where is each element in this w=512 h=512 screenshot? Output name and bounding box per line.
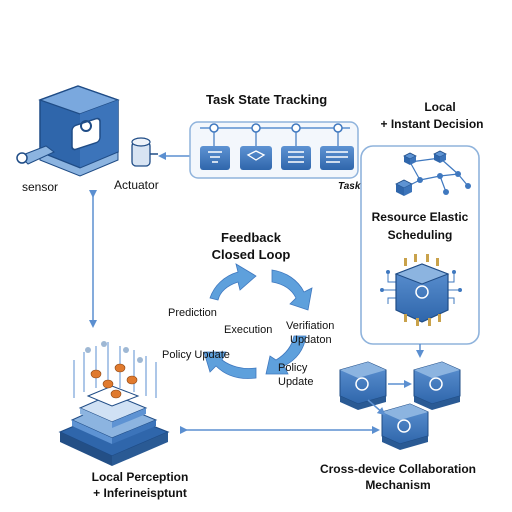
sensor-icon — [16, 145, 55, 165]
list-task-icon — [281, 146, 311, 170]
policy-update-left-label: Policy Update — [162, 349, 230, 361]
policy-update-right-label-line2: Update — [278, 376, 314, 388]
loop-arrow-bottom-right — [265, 335, 307, 375]
task-timeline-nodes — [209, 123, 343, 146]
prediction-label: Prediction — [168, 307, 217, 319]
edge-computer-icon — [38, 85, 120, 177]
loop-arrow-bottom-left — [203, 351, 257, 379]
feedback-label-line1: Feedback — [221, 230, 281, 245]
actuator-icon — [131, 137, 158, 167]
resource-scheduling-label-line2: Scheduling — [387, 228, 453, 242]
device-icon — [339, 361, 387, 410]
document-task-icon — [320, 146, 354, 170]
verification-label-line2: Updaton — [290, 334, 332, 346]
verification-label-line1: Verifiation — [286, 320, 335, 332]
cube-task-icon — [240, 146, 272, 170]
sensor-label: sensor — [22, 180, 59, 194]
task-tracking-panel — [189, 121, 359, 179]
device-icon — [413, 361, 461, 410]
loop-arrow-top-right — [271, 269, 313, 311]
local-perception-label-line2: + Inferineisptunt — [93, 486, 187, 500]
device-link-arrow — [367, 399, 386, 416]
policy-update-right-label-line1: Policy — [278, 362, 308, 374]
feedback-label-line2: Closed Loop — [211, 247, 291, 262]
cross-device-label-line1: Cross-device Collaboration — [319, 462, 477, 476]
resource-scheduling-label-line1: Resource Elastic — [371, 210, 469, 224]
task-label: Task — [338, 181, 361, 192]
task-state-tracking-label: Task State Tracking — [206, 92, 328, 107]
device-icon — [381, 403, 429, 450]
actuator-label: Actuator — [114, 178, 159, 192]
circuit-chip-icon — [380, 254, 462, 326]
execution-label: Execution — [224, 324, 273, 336]
local-perception-label-line1: Local Perception — [91, 470, 189, 484]
filter-task-icon — [200, 146, 230, 170]
cross-device-label-line2: Mechanism — [365, 478, 431, 492]
local-decision-label-line1: Local — [424, 100, 456, 114]
ai-layer-stack-icon — [58, 341, 170, 466]
feedback-loop — [203, 263, 313, 379]
local-decision-label-line2: + Instant Decision — [380, 117, 484, 131]
loop-arrow-top-left — [209, 263, 257, 301]
cube-network-icon — [395, 150, 471, 196]
